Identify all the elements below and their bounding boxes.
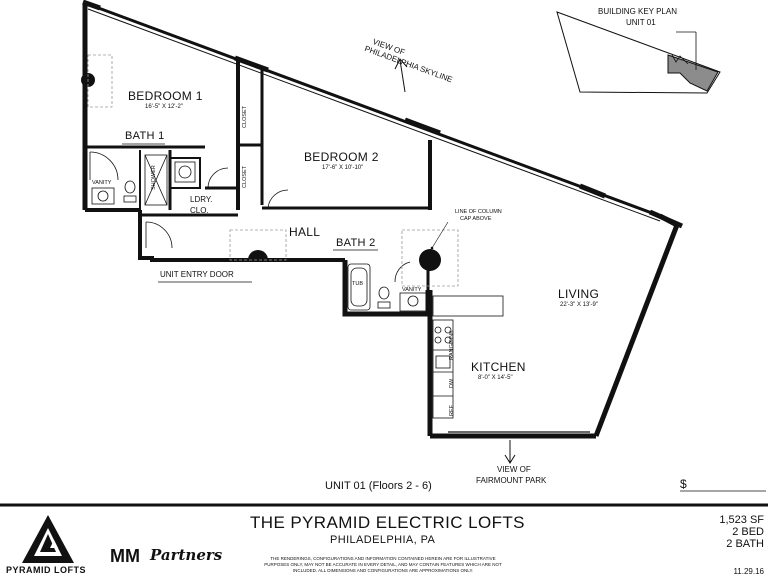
spec-baths: 2 BATH — [726, 538, 764, 550]
fixtures — [91, 154, 504, 419]
door-swings — [89, 151, 411, 283]
shower-label: SHOWER — [151, 165, 157, 190]
building-name: THE PYRAMID ELECTRIC LOFTS — [250, 513, 525, 532]
column-note-line1: LINE OF COLUMN — [455, 209, 502, 215]
view-park-line1: VIEW OF — [497, 465, 531, 474]
column-note-leader — [431, 221, 449, 249]
clo-label: CLO. — [190, 206, 209, 215]
bedroom2-name: BEDROOM 2 — [304, 150, 379, 164]
closet2-label: CLOSET — [242, 165, 248, 188]
dw-label: DW — [449, 378, 455, 388]
kitchen-dims: 8'-0" X 14'-5" — [478, 375, 513, 381]
exterior-walls — [82, 1, 680, 439]
bedroom1-name: BEDROOM 1 — [128, 89, 203, 103]
plan-date: 11.29.16 — [733, 567, 764, 576]
ldry-label: LDRY. — [190, 195, 213, 204]
closet1-label: CLOSET — [242, 105, 248, 128]
partners-word: Partners — [150, 546, 223, 564]
key-plan-title: BUILDING KEY PLAN — [598, 7, 677, 16]
partners-mm: MM — [110, 546, 140, 566]
key-plan — [556, 11, 721, 94]
key-plan-unit: UNIT 01 — [626, 18, 656, 27]
range-label: RANGE — [449, 340, 455, 360]
view-arrows — [394, 58, 516, 464]
bath2-name: BATH 2 — [336, 237, 376, 249]
view-park-line2: FAIRMOUNT PARK — [476, 476, 547, 485]
building-location: PHILADELPHIA, PA — [330, 534, 436, 546]
unit-caption: UNIT 01 (Floors 2 - 6) — [325, 480, 432, 492]
bath1-name: BATH 1 — [125, 130, 165, 142]
column-note-line2: CAP ABOVE — [460, 216, 492, 222]
ref-label: REF — [449, 405, 455, 416]
spec-sqft: 1,523 SF — [719, 514, 764, 526]
spec-beds: 2 BED — [732, 526, 764, 538]
unit-entry-door-label: UNIT ENTRY DOOR — [160, 270, 234, 279]
living-name: LIVING — [558, 287, 600, 301]
living-dims: 22'-3" X 13'-9" — [560, 302, 598, 308]
legal-disclaimer: THE RENDERINGS, CONFIGURATIONS AND INFOR… — [264, 556, 502, 573]
vanity2-label: VANITY — [402, 287, 422, 293]
price-symbol: $ — [680, 477, 687, 491]
vanity1-label: VANITY — [92, 180, 112, 186]
label-rules — [122, 143, 766, 492]
hall-name: HALL — [289, 225, 321, 239]
kitchen-name: KITCHEN — [471, 360, 526, 374]
tub-label: TUB — [352, 281, 363, 287]
bedroom2-dims: 17'-6" X 10'-10" — [322, 165, 364, 171]
pyramid-logo-text: PYRAMID LOFTS — [6, 565, 86, 575]
column-caps — [87, 54, 459, 287]
bedroom1-dims: 16'-5" X 12'-2" — [145, 104, 183, 110]
window-marks-top — [82, 0, 684, 229]
pyramid-logo-icon — [22, 515, 74, 563]
